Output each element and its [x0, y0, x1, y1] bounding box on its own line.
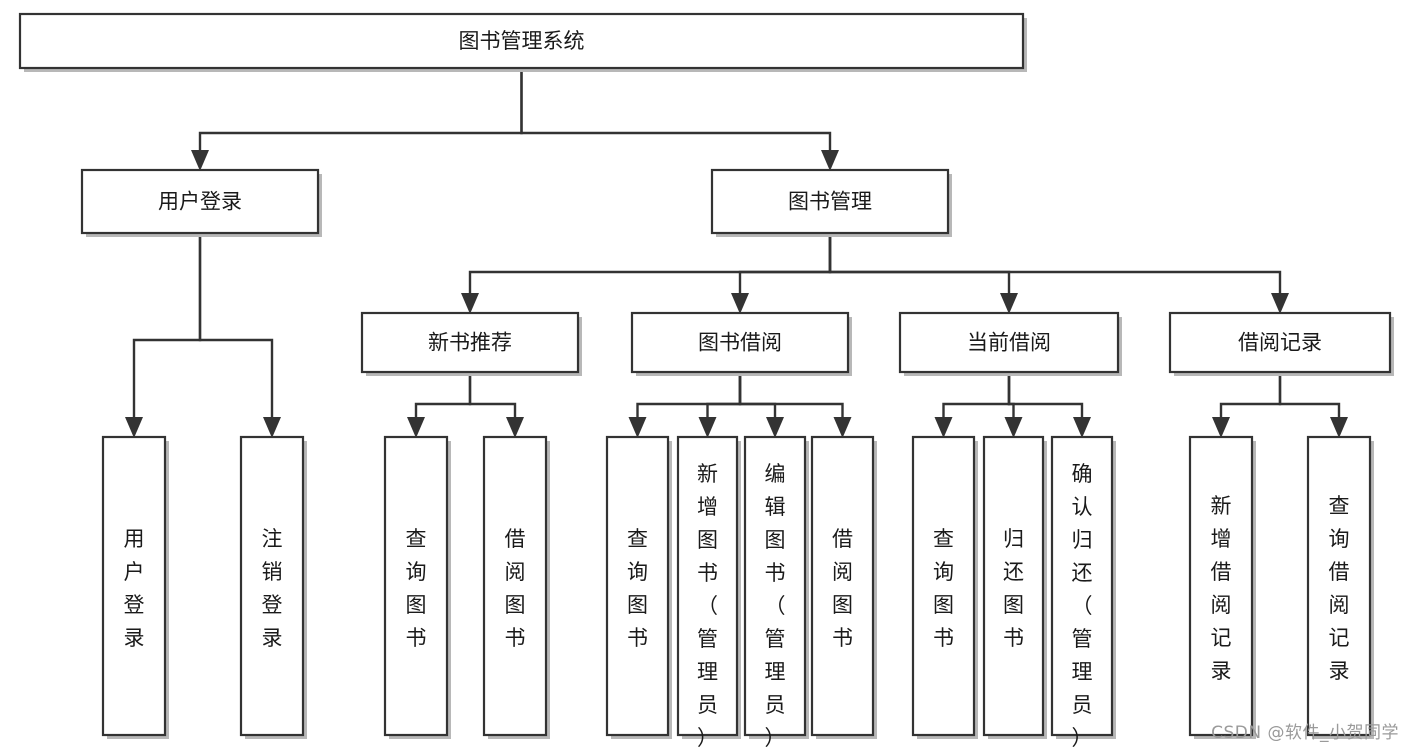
- node-label: 借阅图书: [832, 527, 853, 650]
- node-leaf-edit-book[interactable]: 编辑图书（管理员）: [743, 435, 809, 747]
- node-rect[interactable]: [630, 311, 850, 374]
- edge-new-book-recommend-to-leaf-query-book-1: [407, 372, 472, 438]
- node-rect[interactable]: [1168, 311, 1392, 374]
- node-rect[interactable]: [101, 435, 167, 737]
- node-label: 用户登录: [158, 190, 242, 214]
- arrow-head-icon: [1073, 417, 1091, 438]
- edge-root-to-book-manage: [520, 68, 839, 171]
- node-new-book-recommend[interactable]: 新书推荐: [360, 311, 582, 376]
- node-rect[interactable]: [1188, 435, 1254, 737]
- arrow-head-icon: [766, 417, 784, 438]
- node-rect[interactable]: [80, 168, 320, 235]
- edge-new-book-recommend-to-leaf-borrow-book-1: [468, 372, 524, 438]
- node-label: 借阅记录: [1238, 331, 1322, 355]
- node-leaf-return-book[interactable]: 归还图书: [982, 435, 1047, 739]
- node-rect[interactable]: [360, 311, 580, 374]
- node-rect[interactable]: [810, 435, 875, 737]
- arrow-head-icon: [731, 293, 749, 314]
- node-label: 查询图书: [406, 527, 427, 650]
- node-leaf-add-record[interactable]: 新增借阅记录: [1188, 435, 1256, 739]
- edge-user-login-to-leaf-logout: [198, 233, 281, 438]
- node-label: 查询借阅记录: [1329, 494, 1350, 683]
- node-label: 归还图书: [1003, 527, 1024, 650]
- arrow-head-icon: [125, 417, 143, 438]
- node-root[interactable]: 图书管理系统: [18, 12, 1027, 72]
- node-rect[interactable]: [743, 435, 807, 737]
- edge-book-manage-to-new-book-recommend: [461, 233, 832, 314]
- arrow-head-icon: [191, 150, 209, 171]
- node-rect[interactable]: [239, 435, 305, 737]
- node-book-borrow[interactable]: 图书借阅: [630, 311, 852, 376]
- arrow-head-icon: [407, 417, 425, 438]
- node-rect[interactable]: [898, 311, 1120, 374]
- node-leaf-add-book[interactable]: 新增图书（管理员）: [676, 435, 741, 747]
- arrow-head-icon: [506, 417, 524, 438]
- node-leaf-query-book-1[interactable]: 查询图书: [383, 435, 451, 739]
- node-label: 用户登录: [124, 527, 145, 650]
- node-rect[interactable]: [18, 12, 1025, 70]
- edge-borrow-record-to-leaf-add-record: [1212, 372, 1282, 438]
- node-rect[interactable]: [676, 435, 739, 737]
- node-leaf-query-book-2[interactable]: 查询图书: [605, 435, 672, 739]
- arrow-head-icon: [1330, 417, 1348, 438]
- node-rect[interactable]: [982, 435, 1045, 737]
- node-current-borrow[interactable]: 当前借阅: [898, 311, 1122, 376]
- node-book-manage[interactable]: 图书管理: [710, 168, 952, 237]
- arrow-head-icon: [1000, 293, 1018, 314]
- arrow-head-icon: [1004, 417, 1023, 438]
- node-label: 查询图书: [933, 527, 954, 650]
- arrow-head-icon: [1212, 417, 1230, 438]
- arrow-head-icon: [821, 150, 839, 171]
- node-rect[interactable]: [1306, 435, 1372, 737]
- node-user-login[interactable]: 用户登录: [80, 168, 322, 237]
- node-label: 借阅图书: [505, 527, 526, 650]
- node-label: 注销登录: [262, 527, 283, 650]
- node-rect[interactable]: [482, 435, 548, 737]
- node-label: 查询图书: [627, 527, 648, 650]
- node-rect[interactable]: [605, 435, 670, 737]
- node-label: 图书管理: [788, 190, 872, 214]
- node-leaf-borrow-book-2[interactable]: 借阅图书: [810, 435, 877, 739]
- nodes-layer: 图书管理系统用户登录图书管理新书推荐图书借阅当前借阅借阅记录用户登录注销登录查询…: [18, 12, 1394, 747]
- node-label: 图书管理系统: [459, 29, 585, 53]
- node-label: 编辑图书（管理员）: [765, 462, 786, 747]
- arrow-head-icon: [833, 417, 852, 438]
- node-leaf-query-record[interactable]: 查询借阅记录: [1306, 435, 1374, 739]
- edge-borrow-record-to-leaf-query-record: [1278, 372, 1348, 438]
- arrow-head-icon: [934, 417, 953, 438]
- node-label: 新增借阅记录: [1211, 494, 1232, 683]
- edge-book-manage-to-current-borrow: [828, 233, 1018, 314]
- edge-book-borrow-to-leaf-borrow-book-2: [738, 372, 852, 438]
- node-rect[interactable]: [911, 435, 976, 737]
- node-leaf-borrow-book-1[interactable]: 借阅图书: [482, 435, 550, 739]
- edge-book-manage-to-book-borrow: [731, 233, 832, 314]
- node-leaf-query-book-3[interactable]: 查询图书: [911, 435, 978, 739]
- node-rect[interactable]: [1050, 435, 1114, 737]
- edge-book-manage-to-borrow-record: [828, 233, 1289, 314]
- edge-user-login-to-leaf-user-login: [125, 233, 202, 438]
- node-leaf-confirm-return[interactable]: 确认归还（管理员）: [1050, 435, 1116, 747]
- arrow-head-icon: [263, 417, 281, 438]
- arrow-head-icon: [698, 417, 717, 438]
- node-label: 新书推荐: [428, 331, 512, 355]
- edge-root-to-user-login: [191, 68, 523, 171]
- node-rect[interactable]: [710, 168, 950, 235]
- node-label: 图书借阅: [698, 331, 782, 355]
- node-label: 当前借阅: [967, 331, 1051, 355]
- edge-current-borrow-to-leaf-confirm-return: [1007, 372, 1091, 438]
- edges-layer: [125, 68, 1348, 438]
- arrow-head-icon: [628, 417, 647, 438]
- node-borrow-record[interactable]: 借阅记录: [1168, 311, 1394, 376]
- node-label: 新增图书（管理员）: [697, 462, 718, 747]
- arrow-head-icon: [1271, 293, 1289, 314]
- node-leaf-user-login[interactable]: 用户登录: [101, 435, 169, 739]
- node-rect[interactable]: [383, 435, 449, 737]
- edge-current-borrow-to-leaf-query-book-3: [934, 372, 1011, 438]
- node-label: 确认归还（管理员）: [1072, 462, 1093, 747]
- node-leaf-logout[interactable]: 注销登录: [239, 435, 307, 739]
- arrow-head-icon: [461, 293, 479, 314]
